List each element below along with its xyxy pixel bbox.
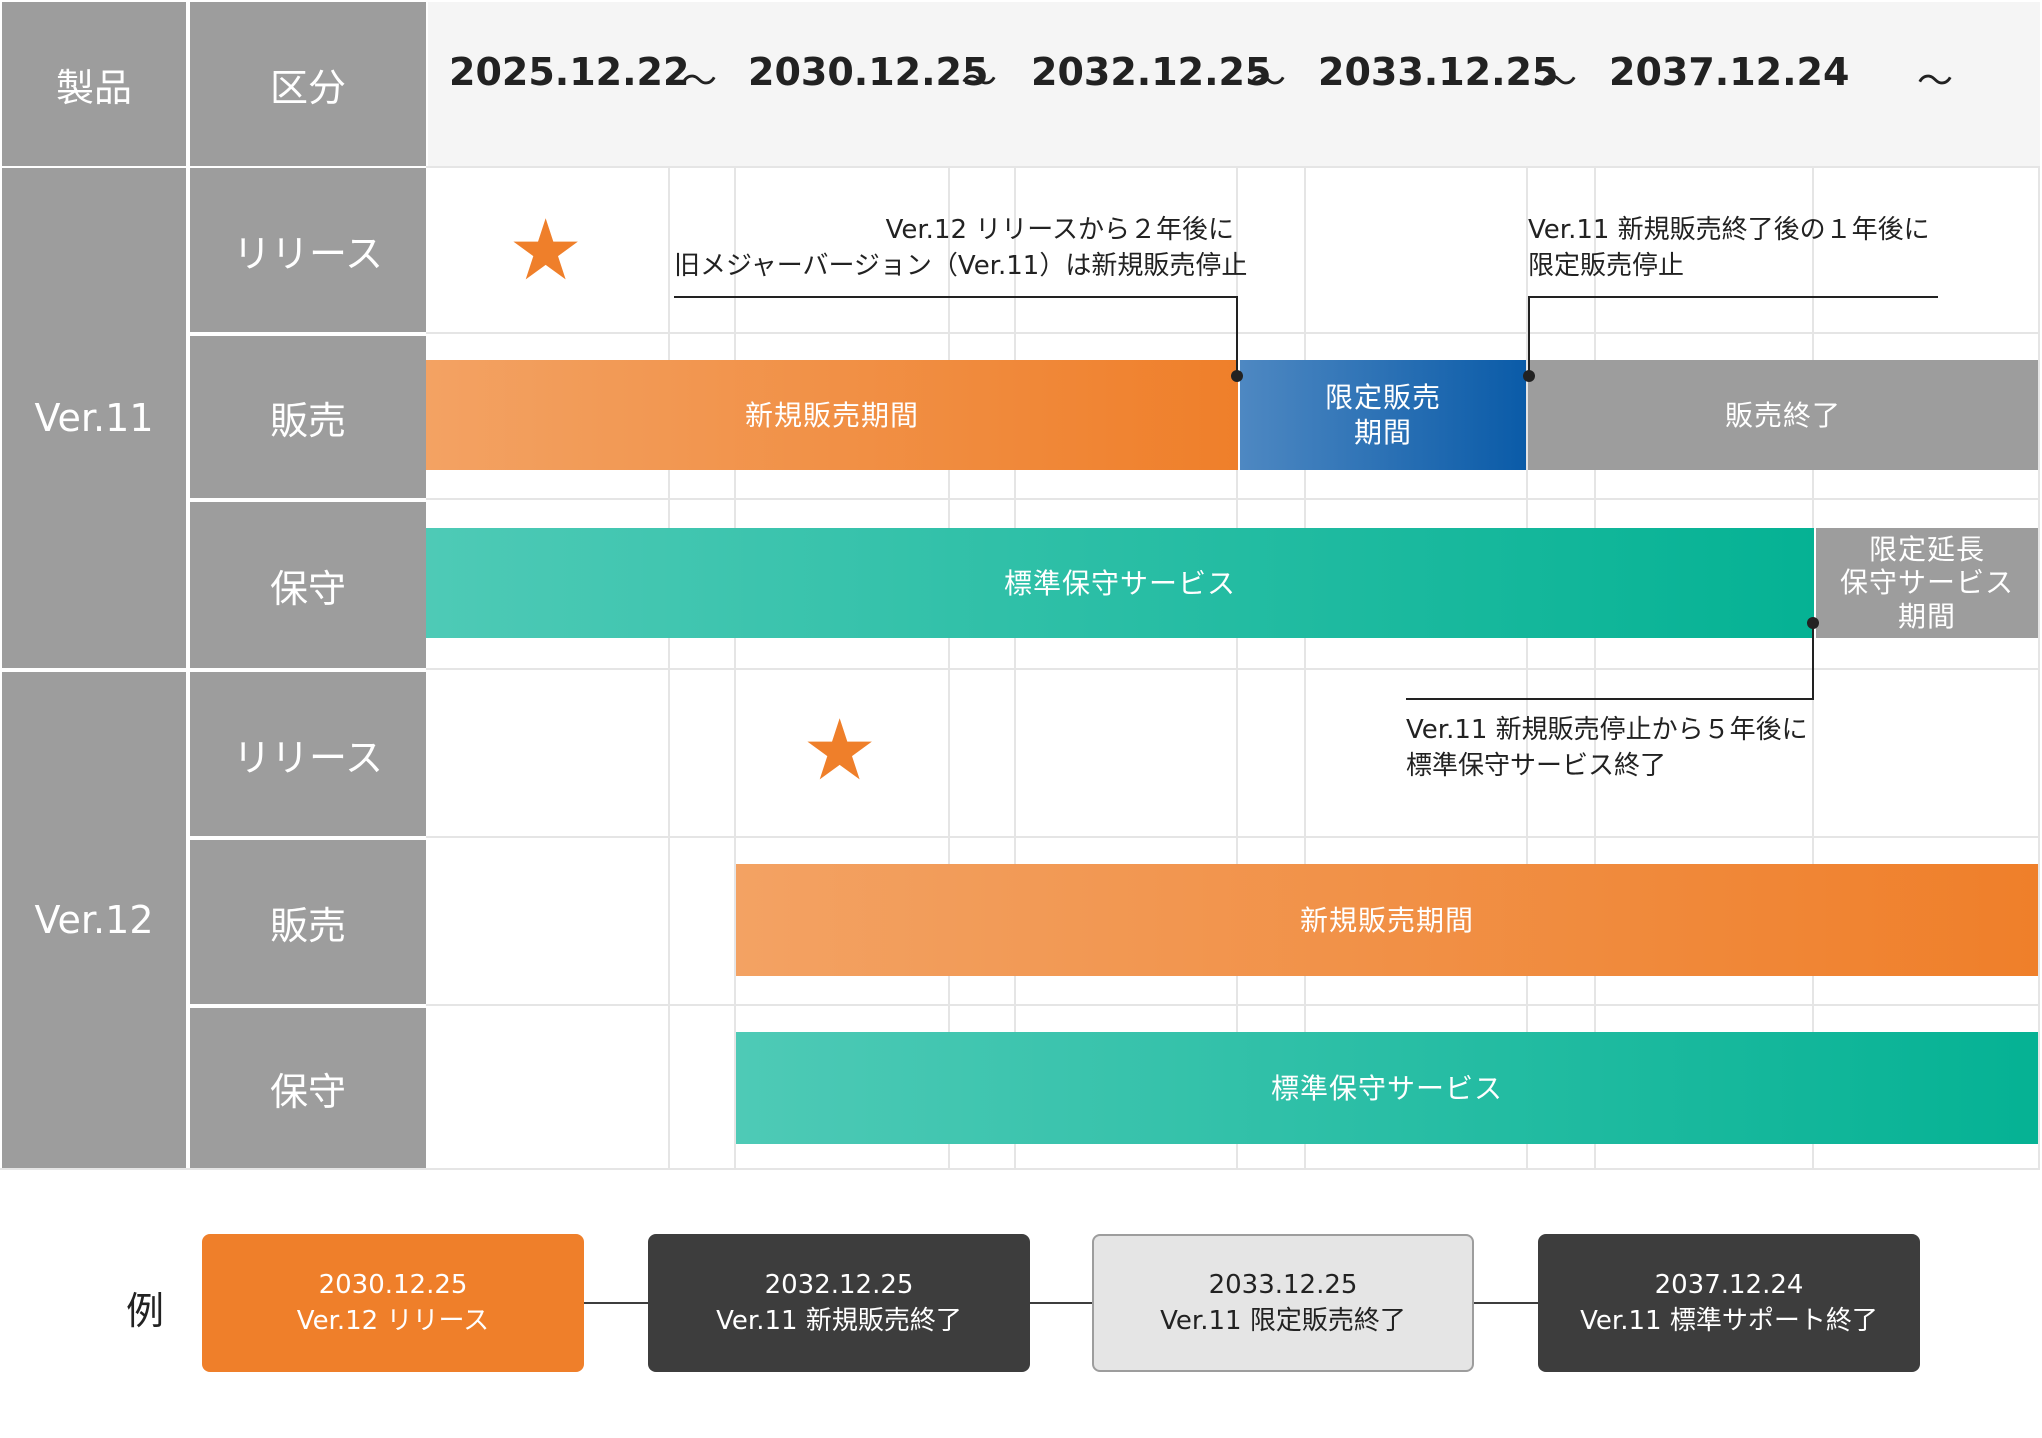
header-date-5: 2037.12.24 bbox=[1609, 50, 1850, 94]
ver11-standard-maintenance-bar: 標準保守サービス bbox=[426, 528, 1814, 638]
ver12-release-note-line-2: 旧メジャーバージョン（Ver.11）は新規販売停止 bbox=[674, 251, 1248, 281]
ver11-maintenance-note-dot bbox=[1807, 617, 1819, 629]
tilde-3: ～ bbox=[1250, 61, 1287, 102]
tilde-1: ～ bbox=[681, 61, 718, 102]
ver11-sales-end-bar: 販売終了 bbox=[1528, 360, 2038, 470]
ver12-release-note-line-1: Ver.12 リリースから２年後に bbox=[885, 215, 1234, 245]
legend-item-date: 2032.12.25 bbox=[764, 1270, 914, 1300]
legend-connector bbox=[1474, 1302, 1538, 1304]
ver12-sales-label: 販売 bbox=[269, 903, 346, 948]
ver11-maintenance-note-connector bbox=[1406, 698, 1814, 700]
ver11-new-sales-bar: 新規販売期間 bbox=[426, 360, 1238, 470]
header-date-1: 2025.12.22 bbox=[449, 50, 690, 94]
ver11-sales-end-label: 販売終了 bbox=[1724, 398, 1841, 432]
ver11-maintenance-note: Ver.11 新規販売停止から５年後に 標準保守サービス終了 bbox=[1406, 712, 1808, 784]
grid-line bbox=[426, 498, 2040, 500]
ver11-limited-note-connector bbox=[1528, 296, 1530, 376]
ver11-extended-maintenance-bar: 限定延長 保守サービス 期間 bbox=[1816, 528, 2038, 638]
ver11-maintenance-label: 保守 bbox=[269, 566, 346, 611]
ver12-release-note: Ver.12 リリースから２年後に 旧メジャーバージョン（Ver.11）は新規販… bbox=[674, 212, 1248, 284]
header-category-label: 区分 bbox=[269, 65, 346, 110]
legend-item-date: 2037.12.24 bbox=[1654, 1270, 1804, 1300]
ver11-standard-maintenance-label: 標準保守サービス bbox=[1003, 566, 1236, 600]
legend-item-ver11-limited-end: 2033.12.25 Ver.11 限定販売終了 bbox=[1092, 1234, 1474, 1372]
tilde-4: ～ bbox=[1541, 61, 1578, 102]
ver11-limited-sales-label-2: 期間 bbox=[1353, 416, 1412, 449]
grid-line bbox=[426, 668, 2040, 670]
product-ver12-label: Ver.12 bbox=[34, 898, 154, 942]
product-ver11: Ver.11 bbox=[2, 168, 186, 668]
ver11-limited-note-dot bbox=[1523, 370, 1535, 382]
ver12-release-label: リリース bbox=[232, 735, 384, 780]
ver12-release-note-connector bbox=[1236, 296, 1238, 376]
ver11-extended-maintenance-label-1: 限定延長 bbox=[1868, 532, 1985, 566]
ver11-extended-maintenance-label-3: 期間 bbox=[1897, 599, 1956, 633]
ver11-limited-note: Ver.11 新規販売終了後の１年後に 限定販売停止 bbox=[1528, 212, 1930, 284]
legend-item-ver11-sales-end: 2032.12.25 Ver.11 新規販売終了 bbox=[648, 1234, 1030, 1372]
ver12-release-star-icon: ★ bbox=[802, 701, 878, 799]
ver12-sales-row: 販売 bbox=[190, 840, 426, 1004]
ver12-release-note-connector bbox=[674, 296, 1238, 298]
header-date-4: 2033.12.25 bbox=[1318, 50, 1559, 94]
ver11-limited-note-line-1: Ver.11 新規販売終了後の１年後に bbox=[1528, 215, 1930, 245]
ver12-release-note-dot bbox=[1231, 370, 1243, 382]
ver12-maintenance-label: 保守 bbox=[269, 1069, 346, 1114]
legend-item-text: Ver.11 新規販売終了 bbox=[716, 1306, 962, 1336]
ver11-maintenance-note-line-1: Ver.11 新規販売停止から５年後に bbox=[1406, 715, 1808, 745]
product-ver12: Ver.12 bbox=[2, 672, 186, 1168]
ver11-limited-note-line-2: 限定販売停止 bbox=[1528, 251, 1685, 281]
legend-label: 例 bbox=[126, 1289, 165, 1333]
legend-item-text: Ver.11 標準サポート終了 bbox=[1580, 1306, 1878, 1336]
ver11-extended-maintenance-label-2: 保守サービス bbox=[1839, 566, 2014, 600]
legend-item-text: Ver.11 限定販売終了 bbox=[1160, 1306, 1406, 1336]
ver12-standard-maintenance-label: 標準保守サービス bbox=[1270, 1071, 1503, 1105]
header-date-2: 2030.12.25 bbox=[748, 50, 989, 94]
ver11-release-row: リリース bbox=[190, 168, 426, 332]
legend-item-date: 2033.12.25 bbox=[1208, 1270, 1358, 1300]
grid-line bbox=[0, 1168, 2040, 1170]
legend-item-ver12-release: 2030.12.25 Ver.12 リリース bbox=[202, 1234, 584, 1372]
ver11-release-star-icon: ★ bbox=[508, 201, 584, 299]
ver11-sales-row: 販売 bbox=[190, 336, 426, 498]
ver11-sales-label: 販売 bbox=[269, 398, 346, 443]
grid-line bbox=[426, 836, 2040, 838]
tilde-5: ～ bbox=[1917, 61, 1954, 102]
grid-line bbox=[426, 332, 2040, 334]
grid-line bbox=[426, 1004, 2040, 1006]
ver12-new-sales-bar: 新規販売期間 bbox=[736, 864, 2038, 976]
legend-item-text: Ver.12 リリース bbox=[296, 1306, 490, 1336]
legend-connector bbox=[584, 1302, 648, 1304]
header-product: 製品 bbox=[2, 2, 186, 166]
tilde-2: ～ bbox=[961, 61, 998, 102]
ver11-limited-sales-bar: 限定販売 期間 bbox=[1240, 360, 1526, 470]
ver11-new-sales-label: 新規販売期間 bbox=[744, 398, 919, 432]
ver11-limited-note-connector bbox=[1528, 296, 1938, 298]
ver11-release-label: リリース bbox=[232, 231, 384, 276]
legend-connector bbox=[1028, 1302, 1092, 1304]
ver12-release-row: リリース bbox=[190, 672, 426, 836]
header-category: 区分 bbox=[190, 2, 426, 166]
ver12-new-sales-label: 新規販売期間 bbox=[1299, 903, 1474, 937]
legend-item-ver11-support-end: 2037.12.24 Ver.11 標準サポート終了 bbox=[1538, 1234, 1920, 1372]
ver12-standard-maintenance-bar: 標準保守サービス bbox=[736, 1032, 2038, 1144]
header-date-3: 2032.12.25 bbox=[1031, 50, 1272, 94]
ver11-maintenance-row: 保守 bbox=[190, 502, 426, 668]
grid-line bbox=[426, 166, 2040, 168]
grid-line bbox=[2038, 2, 2040, 1170]
ver12-maintenance-row: 保守 bbox=[190, 1008, 426, 1168]
header-product-label: 製品 bbox=[55, 65, 132, 110]
ver11-maintenance-note-line-2: 標準保守サービス終了 bbox=[1406, 751, 1667, 781]
product-ver11-label: Ver.11 bbox=[34, 396, 154, 440]
ver11-maintenance-note-connector bbox=[1812, 622, 1814, 700]
legend-item-date: 2030.12.25 bbox=[318, 1270, 468, 1300]
ver11-limited-sales-label-1: 限定販売 bbox=[1324, 381, 1441, 414]
header-timeline bbox=[428, 2, 2040, 166]
